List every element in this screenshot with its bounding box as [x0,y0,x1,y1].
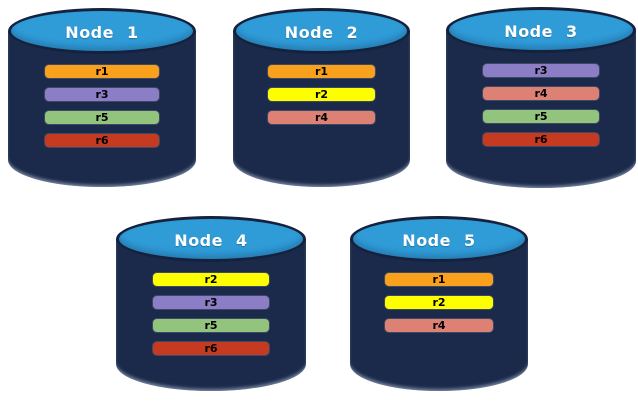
node-title: Node 4 [174,231,248,250]
cylinder-body [233,31,410,187]
cylinder-body [446,30,636,188]
replica-bar-r2: r2 [267,88,376,101]
replica-bar-r5: r5 [153,319,269,332]
replica-bar-r5: r5 [483,110,599,123]
node-title: Node 3 [504,22,578,41]
replica-bar-list: r1 r3 r5 r6 [8,65,196,147]
node-title: Node 1 [65,23,139,42]
node-cylinder-2: Node 2 r1 r2 r4 [233,8,410,187]
node-title: Node 5 [402,231,476,250]
cylinder-body [8,31,196,187]
cylinder-top-ellipse: Node 3 [446,7,636,53]
node-cylinder-5: Node 5 r1 r2 r4 [350,216,528,391]
node-cylinder-4: Node 4 r2 r3 r5 r6 [116,216,306,391]
replica-bar-r4: r4 [267,111,376,124]
node-cylinder-1: Node 1 r1 r3 r5 r6 [8,8,196,187]
cylinder-top-ellipse: Node 2 [233,8,410,54]
replica-bar-r4: r4 [384,319,494,332]
replica-bar-list: r1 r2 r4 [233,65,410,124]
replica-bar-list: r3 r4 r5 r6 [446,64,636,146]
replica-bar-list: r1 r2 r4 [350,273,528,332]
cylinder-top-ellipse: Node 5 [350,216,528,262]
replica-bar-list: r2 r3 r5 r6 [116,273,306,355]
replica-bar-r2: r2 [153,273,269,286]
node-cylinder-3: Node 3 r3 r4 r5 r6 [446,7,636,188]
replica-bar-r6: r6 [153,342,269,355]
replica-bar-r3: r3 [483,64,599,77]
replica-bar-r2: r2 [384,296,494,309]
replica-bar-r6: r6 [44,134,160,147]
replica-bar-r3: r3 [44,88,160,101]
node-title: Node 2 [284,23,359,42]
replica-bar-r6: r6 [483,133,599,146]
replica-bar-r1: r1 [267,65,376,78]
cylinder-body [350,239,528,391]
cylinder-body [116,239,306,391]
replica-bar-r3: r3 [153,296,269,309]
replica-bar-r4: r4 [483,87,599,100]
replica-bar-r1: r1 [44,65,160,78]
cylinder-top-ellipse: Node 4 [116,216,306,262]
replica-bar-r1: r1 [384,273,494,286]
replica-bar-r5: r5 [44,111,160,124]
cylinder-top-ellipse: Node 1 [8,8,196,54]
